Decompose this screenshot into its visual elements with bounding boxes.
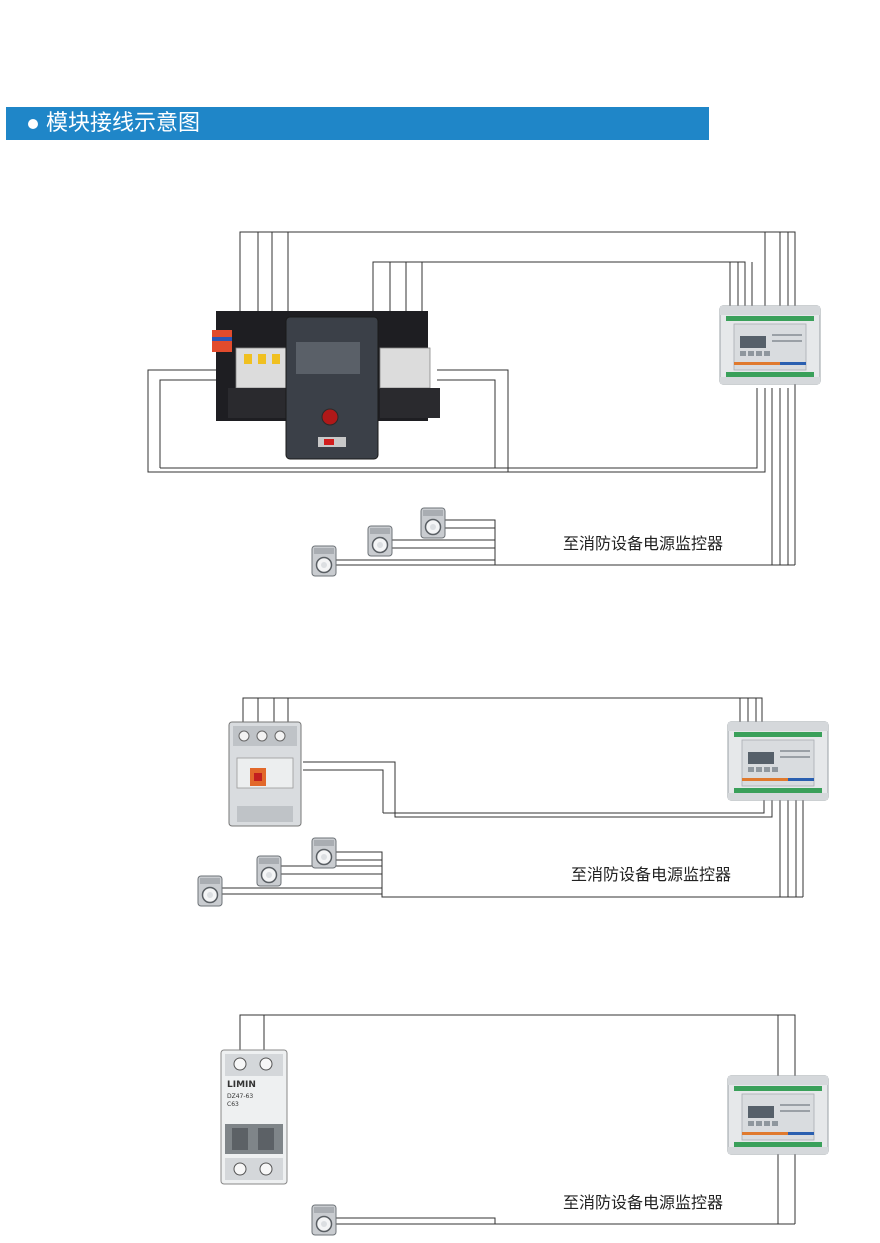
monitor-module-1 — [719, 305, 821, 385]
current-transformer-2a — [311, 837, 337, 869]
current-transformer-1b — [367, 525, 393, 557]
ats-switch — [212, 311, 440, 460]
monitor-module-3 — [727, 1075, 829, 1155]
mcb-rating-label: C63 — [227, 1101, 239, 1108]
section-2-wiring — [222, 697, 804, 898]
current-transformer-3a — [311, 1204, 337, 1236]
current-transformer-1c — [311, 545, 337, 577]
mcb-breaker: LIMIN DZ47-63 C63 — [220, 1049, 288, 1185]
mccb-breaker — [228, 721, 302, 827]
current-transformer-1a — [420, 507, 446, 539]
section-1-wiring — [147, 231, 796, 566]
section-header-banner: 模块接线示意图 — [6, 107, 709, 140]
current-transformer-2b — [256, 855, 282, 887]
monitor-module-2 — [727, 721, 829, 801]
monitor-caption-1: 至消防设备电源监控器 — [563, 534, 724, 553]
mcb-brand-label: LIMIN — [227, 1080, 256, 1090]
monitor-caption-3: 至消防设备电源监控器 — [563, 1193, 724, 1212]
mcb-model-label: DZ47-63 — [227, 1093, 253, 1100]
section-title: 模块接线示意图 — [46, 111, 201, 136]
monitor-caption-2: 至消防设备电源监控器 — [571, 865, 732, 884]
bullet-icon — [28, 119, 38, 129]
current-transformer-2c — [197, 875, 223, 907]
